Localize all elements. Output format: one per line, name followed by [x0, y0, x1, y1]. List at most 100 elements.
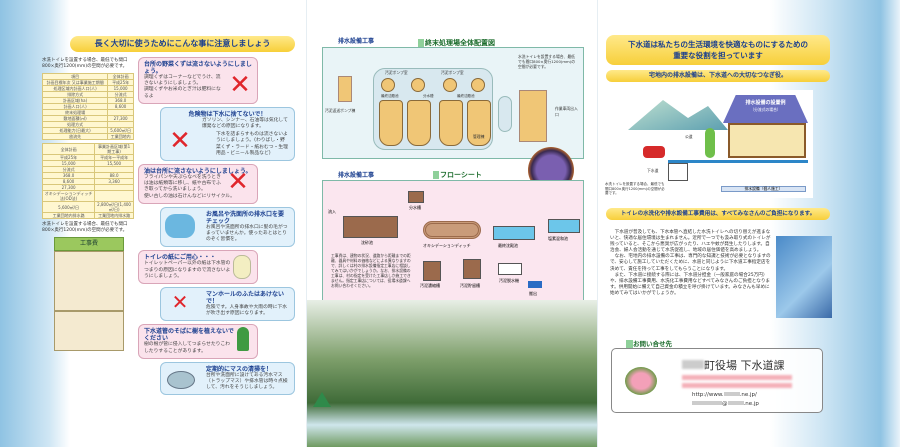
contact-box: 町役場 下水道課 http://www..ne.jp/ @ .ne.jp — [611, 348, 823, 413]
table-row: 放流先工業団地内 — [41, 133, 134, 140]
tip-body: 使い古しの油は石けんなどにリサイクル。 — [144, 193, 235, 199]
construction-drawing — [54, 311, 124, 351]
oxidation-ditch-tank — [407, 100, 431, 146]
banner-line: 下水道は私たちの生活環境を快適なものにするための — [627, 40, 809, 49]
table-row: 全体計画事業計画区域(第1期工事) — [41, 143, 134, 155]
tip-title: トイレの紙にご用心・・・ — [144, 254, 216, 262]
banner-line: 重要な役割を担っています — [673, 51, 763, 60]
paragraph: 下水道が普及しても、下水本管へ直結した水洗トイレへの切り替えが進まないと、快適な… — [610, 230, 771, 254]
office-name: 町役場 下水道課 — [682, 357, 785, 373]
tips-column: 台所の野菜くずは流さないようにしましょう。 調理くずはコーナーなどでうけ、流さな… — [138, 57, 295, 396]
tip-title: 台所の野菜くずは流さないようにしましょう。 — [144, 61, 252, 75]
table-cell: 5,600㎥/日 — [107, 127, 134, 134]
blurred-address — [682, 375, 792, 380]
mountains — [628, 100, 728, 130]
tip-title: お風呂や洗面所の排水口を要チェック — [206, 210, 285, 225]
body-text: 下水道が普及しても、下水本管へ直結した水洗トイレへの切り替えが進まないと、快適な… — [610, 230, 772, 297]
flow-title-text: フローシート — [433, 171, 482, 179]
note-top: 水洗トイレを設置する場合、最低でも間口800×奥行1200(mm)の空間が必要で… — [42, 58, 128, 69]
flow-title: フローシート — [433, 170, 482, 180]
recycle-mark-icon — [313, 392, 331, 407]
table-cell: オキシデーションディッチ法(OD法) — [41, 190, 96, 202]
tip-body: 樹の根が管に侵入してつまらせたりこわしたりすることがあります。 — [144, 342, 231, 354]
toilet-icon — [233, 255, 251, 280]
flower-image — [625, 367, 657, 395]
contact-label-text: お問い合せ先 — [626, 340, 672, 348]
map-label: 汚泥ポンプ室 — [441, 70, 464, 75]
map-label: 管理棟 — [473, 134, 485, 139]
table-row: 工業団地内排水路工業団地内排水路 — [41, 212, 134, 219]
table-cell: 事業計画区域(第1期工事) — [94, 143, 134, 155]
no-oil-pan-icon: ✕ — [227, 167, 249, 198]
distribution-tank — [408, 191, 424, 203]
sewer-main — [668, 163, 688, 181]
website-link[interactable]: http://www..ne.jp/ — [692, 392, 757, 398]
no-bottles-icon: ✕ — [169, 125, 191, 156]
map-label: 汚泥ポンプ室 — [385, 70, 408, 75]
house-drainage-diagram: 排水設備の設置例 （分流式の場合） 公道 下水道 排水設備（個人施工） 水洗トイ… — [603, 90, 813, 198]
oxidation-ditch — [423, 221, 481, 239]
tip-body: お風呂や洗面所の排水口に髪の毛がつまっていませんか。使ったあとはとりのぞく習慣を… — [206, 224, 288, 243]
tip-body: フライパンや天ぷらなべを洗うときは油は紙類等に移し、紙や古布でふき取ってから洗い… — [144, 175, 221, 193]
house-interior — [728, 123, 806, 158]
table-cell: 全体計画 — [41, 143, 96, 155]
blurred-town-name — [682, 360, 704, 369]
office-name-text: 町役場 下水道課 — [704, 359, 785, 372]
email-text: @ — [722, 401, 728, 407]
map-label: 最終沈殿池 — [381, 94, 399, 98]
table-cell: 工業団地内 — [107, 133, 134, 140]
flow-label: オキシデーションディッチ — [423, 243, 471, 248]
tip-body: 台所や洗面所に設けてある汚水マス（トラップマス）や排水管は時々点検して、汚れをそ… — [206, 372, 288, 391]
tip-vegetable-waste: 台所の野菜くずは流さないようにしましょう。 調理くずはコーナーなどでうけ、流さな… — [138, 57, 258, 104]
no-manhole-icon: ✕ — [171, 290, 189, 315]
map-label: 分水槽 — [423, 94, 434, 98]
right-banner: 下水道は私たちの生活環境を快適なものにするための 重要な役割を担っています — [606, 35, 830, 65]
sludge-storage — [463, 259, 481, 279]
email-link[interactable]: @ .ne.jp — [692, 401, 759, 407]
faucet-photo — [776, 236, 832, 318]
blurred-phone-fax — [682, 383, 792, 388]
trap-basin-icon — [167, 370, 195, 389]
no-vegetables-icon: ✕ — [229, 70, 251, 100]
tip-title: 油は台所に流さないようにしましょう。 — [144, 168, 252, 176]
email-text: .ne.jp — [743, 401, 759, 407]
flow-label: 汚泥濃縮槽 — [420, 283, 440, 288]
plant-layout-map: 水洗トイレを設置する場合、最低でも間口800×奥行1200(mm)の空間が必要で… — [322, 47, 584, 159]
tip-body: トイレットペーパー以外の紙は下水管のつまりの原因になりますので流さないようにしま… — [144, 261, 231, 279]
tip-title: 下水道管のそばに樹を植えないでください — [144, 328, 234, 343]
car-icon — [643, 146, 665, 158]
tree-icon — [237, 327, 249, 352]
cost-banner: トイレの水洗化や排水設備工事費用は、すべてみなさんのご負担になります。 — [606, 208, 830, 220]
grit-chamber — [343, 216, 398, 238]
table-cell: 工業団地内排水路 — [94, 212, 134, 219]
forest-river-photo — [307, 300, 597, 447]
flow-label: 汚泥貯留槽 — [460, 283, 480, 288]
table-cell: 平成年～平成年 — [94, 154, 134, 161]
tree — [705, 128, 715, 158]
flow-note: 工事費は、建物の状況、道路から距離までの距離、器具や材料の価格などによる異なりま… — [331, 253, 411, 288]
diagram-label: 下水道 — [647, 168, 659, 173]
clarifier-tank — [471, 78, 485, 92]
tip-hazardous: 危険物は下水に捨てないで！ ガソリン、シンナー、石油等は気化して爆発などの原因に… — [160, 106, 295, 162]
tip-tree: 下水道管のそばに樹を植えないでください 樹の根が管に侵入してつまらせたりこわした… — [138, 324, 258, 359]
tip-manhole: マンホールのふたはあけないで！ 危険です。人身事故や大雨の時に下水が吹き出す原因… — [160, 287, 295, 322]
chlorine-tank — [548, 219, 580, 233]
note-mid: 水洗トイレを設置する場合、最低でも間口800×奥行1200(mm)の空間が必要で… — [42, 222, 128, 233]
truck-icon — [528, 281, 542, 288]
diagram-note: 水洗トイレを設置する場合、最低でも間口800×奥行1200(mm)の空間が必要で… — [605, 182, 665, 195]
flow-sheet: 流入 沈砂池 分水槽 オキシデーションディッチ 最終沈殿池 塩素混和池 汚泥濃縮… — [322, 180, 584, 308]
table-cell: 工業団地内排水路 — [41, 212, 96, 219]
drain-pipe — [668, 160, 808, 163]
pump-building — [338, 76, 352, 102]
clarifier-tank — [411, 78, 425, 92]
tip-body: 調理くずやお米のとぎ汁は肥料になるよ — [144, 87, 221, 99]
tip-body: ガソリン、シンナー、石油等は気化して爆発などの原因になります。 — [202, 117, 288, 130]
flow-label: 分水槽 — [409, 205, 421, 210]
house-title: 排水設備の設置例 — [745, 100, 786, 106]
clarifier-tank — [381, 78, 395, 92]
contact-label: お問い合せ先 — [626, 338, 672, 348]
admin-building — [519, 90, 547, 142]
section-title: 排水設備工事 — [338, 172, 375, 179]
url-text: .ne.jp/ — [739, 392, 757, 398]
